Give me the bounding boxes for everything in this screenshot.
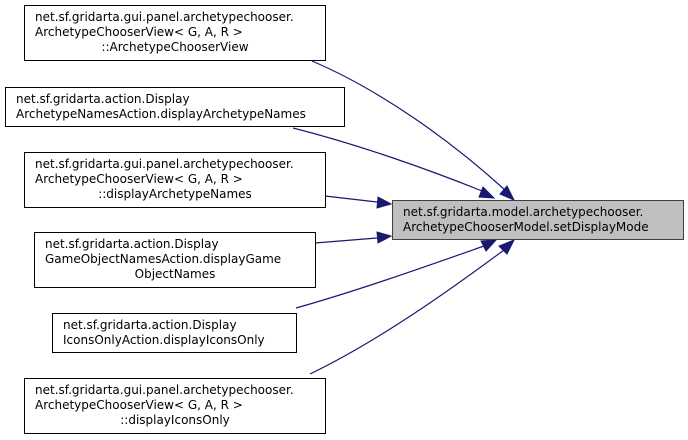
node-line: net.sf.gridarta.action.Display: [45, 237, 219, 251]
node-line: GameObjectNamesAction.displayGame: [45, 252, 281, 266]
node-line: net.sf.gridarta.action.Display: [16, 92, 190, 106]
arrowhead-dan-action: [478, 186, 496, 199]
edge-ctor: [311, 60, 506, 191]
node-line: ArchetypeNamesAction.displayArchetypeNam…: [16, 107, 306, 121]
arrowhead-dio-view: [498, 239, 516, 255]
edges: [292, 60, 516, 375]
arrowhead-ctor: [499, 185, 516, 201]
edge-dgon-action: [314, 237, 378, 244]
node-line: ::displayArchetypeNames: [98, 187, 252, 201]
node-line: net.sf.gridarta.model.archetypechooser.: [403, 205, 643, 219]
node-line: net.sf.gridarta.gui.panel.archetypechoos…: [35, 157, 294, 171]
edge-dan-view: [324, 195, 378, 203]
node-line: ArchetypeChooserView< G, A, R >: [35, 172, 243, 186]
node-line: ArchetypeChooserView< G, A, R >: [35, 398, 243, 412]
arrowhead-dio-action: [480, 239, 498, 252]
caller-node-ctor[interactable]: net.sf.gridarta.gui.panel.archetypechoos…: [24, 5, 326, 61]
node-line: ::displayIconsOnly: [120, 413, 230, 427]
node-line: IconsOnlyAction.displayIconsOnly: [63, 333, 265, 347]
node-line: net.sf.gridarta.gui.panel.archetypechoos…: [35, 10, 294, 24]
edge-dan-action: [292, 127, 483, 192]
caller-node-dio-action[interactable]: net.sf.gridarta.action.Display IconsOnly…: [52, 313, 297, 353]
node-line: net.sf.gridarta.action.Display: [63, 318, 237, 332]
node-line: ObjectNames: [135, 267, 216, 281]
arrowhead-dgon-action: [376, 231, 393, 244]
node-line: ::ArchetypeChooserView: [101, 40, 248, 54]
edge-dio-action: [295, 245, 485, 309]
node-line: ArchetypeChooserModel.setDisplayMode: [403, 220, 649, 234]
caller-node-dio-view[interactable]: net.sf.gridarta.gui.panel.archetypechoos…: [24, 378, 326, 434]
caller-node-dgon-action[interactable]: net.sf.gridarta.action.Display GameObjec…: [34, 232, 316, 288]
caller-node-dan-view[interactable]: net.sf.gridarta.gui.panel.archetypechoos…: [24, 152, 326, 208]
node-line: net.sf.gridarta.gui.panel.archetypechoos…: [35, 383, 294, 397]
node-line: ArchetypeChooserView< G, A, R >: [35, 25, 243, 39]
target-node-setDisplayMode[interactable]: net.sf.gridarta.model.archetypechooser. …: [392, 200, 684, 240]
caller-node-dan-action[interactable]: net.sf.gridarta.action.Display Archetype…: [5, 87, 345, 127]
edge-dio-view: [309, 249, 505, 375]
arrowhead-dan-view: [376, 196, 393, 209]
